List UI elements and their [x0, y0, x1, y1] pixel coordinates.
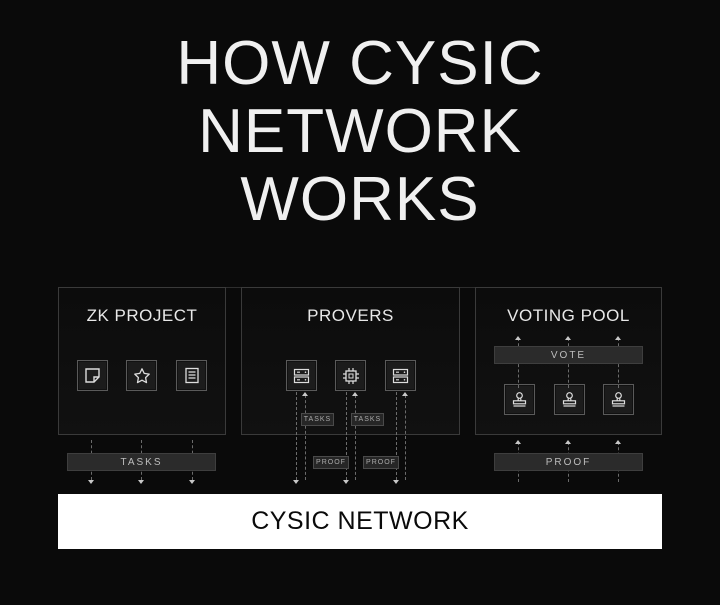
up-arrow	[352, 392, 358, 396]
tasks-tag: TASKS	[351, 413, 384, 426]
proof-tag: PROOF	[363, 456, 399, 469]
down-arrow	[393, 480, 399, 484]
flow-line	[346, 392, 347, 480]
zk-project-panel: ZK PROJECT	[58, 287, 226, 435]
server-icon	[286, 360, 317, 391]
vote-bar: VOTE	[494, 346, 643, 364]
up-arrow	[565, 336, 571, 340]
stamp-icon	[554, 384, 585, 415]
stamp-icon	[504, 384, 535, 415]
down-arrow	[138, 480, 144, 484]
up-arrow	[302, 392, 308, 396]
title-line-1: HOW CYSIC	[176, 29, 544, 98]
provers-title: PROVERS	[307, 306, 394, 325]
page-title: HOW CYSIC NETWORK WORKS	[0, 30, 720, 234]
flow-line	[396, 392, 397, 480]
up-arrow	[615, 440, 621, 444]
flow-line	[296, 392, 297, 480]
up-arrow	[565, 440, 571, 444]
title-line-3: WORKS	[240, 165, 480, 234]
stamp-icon	[603, 384, 634, 415]
connector-line	[226, 287, 241, 288]
down-arrow	[189, 480, 195, 484]
title-line-2: NETWORK	[198, 97, 522, 166]
chip-icon	[335, 360, 366, 391]
tasks-tag: TASKS	[301, 413, 334, 426]
up-arrow	[615, 336, 621, 340]
flow-line	[405, 395, 406, 480]
connector-line	[460, 287, 475, 288]
up-arrow	[515, 336, 521, 340]
flow-line	[355, 395, 356, 480]
tasks-bar: TASKS	[67, 453, 216, 471]
provers-panel: PROVERS	[241, 287, 460, 435]
up-arrow	[515, 440, 521, 444]
sticky-note-icon	[77, 360, 108, 391]
down-arrow	[293, 480, 299, 484]
cysic-network-banner: CYSIC NETWORK	[58, 494, 662, 549]
down-arrow	[343, 480, 349, 484]
document-icon	[176, 360, 207, 391]
star-icon	[126, 360, 157, 391]
flow-line	[305, 395, 306, 480]
zk-project-title: ZK PROJECT	[86, 306, 198, 325]
proof-bar: PROOF	[494, 453, 643, 471]
server-icon	[385, 360, 416, 391]
proof-tag: PROOF	[313, 456, 349, 469]
voting-pool-title: VOTING POOL	[507, 306, 630, 325]
down-arrow	[88, 480, 94, 484]
up-arrow	[402, 392, 408, 396]
banner-label: CYSIC NETWORK	[251, 507, 469, 535]
